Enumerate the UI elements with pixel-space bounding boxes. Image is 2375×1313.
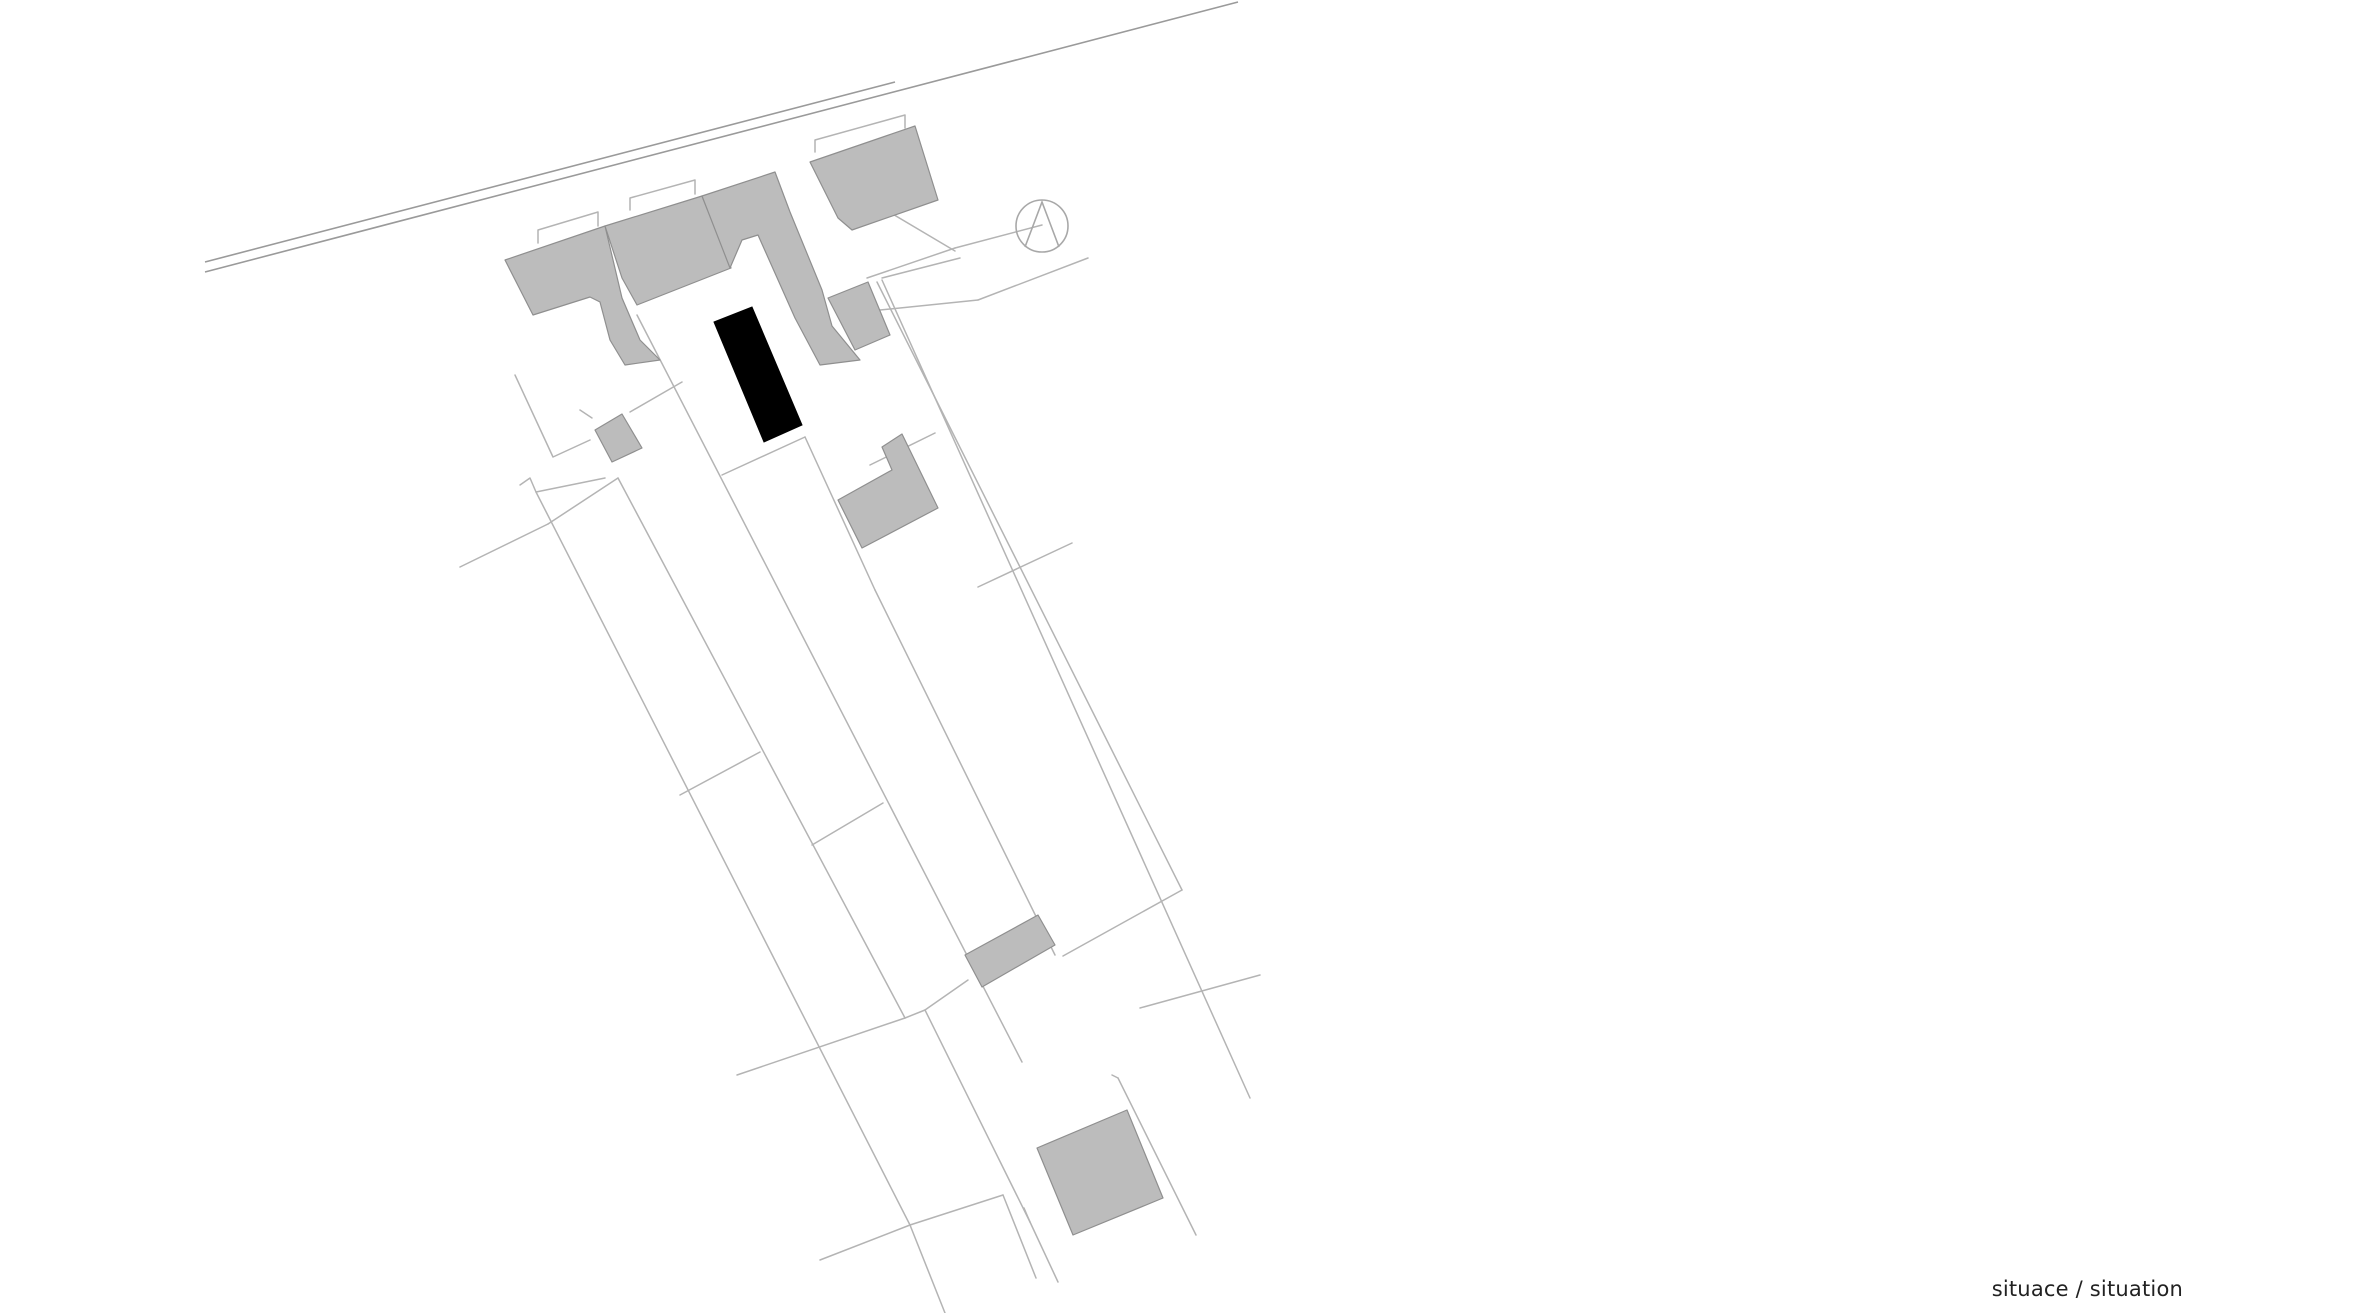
- building-top-middle: [604, 195, 732, 306]
- neighbour-buildings: [504, 125, 1164, 1236]
- building-bottom: [1036, 1109, 1164, 1236]
- building-lower-small: [964, 914, 1056, 988]
- building-mid-right: [837, 433, 939, 549]
- road: [204, 1, 1239, 273]
- building-top-left: [504, 225, 661, 366]
- building-right-wing: [827, 281, 891, 351]
- building-top-center: [701, 171, 861, 366]
- building-top-right: [809, 125, 939, 231]
- subject-building: [713, 306, 803, 443]
- north-arrow-icon: [1015, 199, 1069, 253]
- building-small-shed: [594, 413, 643, 463]
- drawing-caption: situace / situation: [1991, 1277, 2183, 1301]
